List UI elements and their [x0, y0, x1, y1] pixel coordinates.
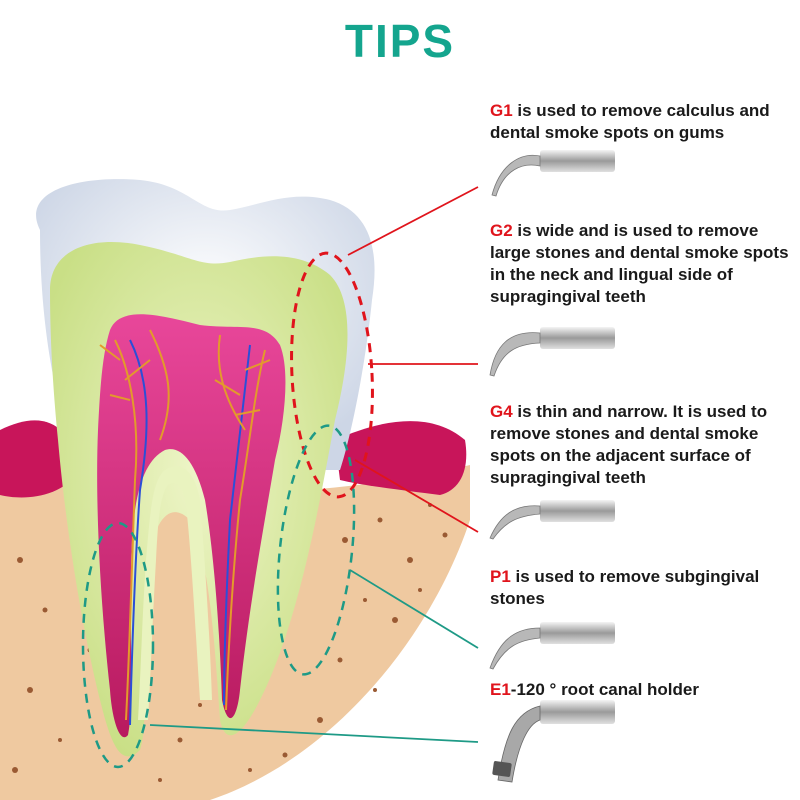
tip-text: is wide and is used to remove large ston… — [490, 221, 789, 306]
tip-g1: G1 is used to remove calculus and dental… — [490, 100, 795, 144]
tip-g4: G4 is thin and narrow. It is used to rem… — [490, 401, 795, 489]
marker-ellipse-red — [290, 251, 374, 499]
tip-g2: G2 is wide and is used to remove large s… — [490, 220, 795, 308]
tip-instrument-e1 — [492, 700, 615, 783]
tip-instrument-g1 — [491, 150, 615, 197]
marker-ellipse-teal-left — [81, 521, 155, 769]
tip-text: is used to remove subgingival stones — [490, 567, 760, 608]
nerve-network — [99, 329, 271, 726]
tip-e1: E1-120 ° root canal holder — [490, 679, 795, 701]
marker-ellipse-teal-right — [276, 424, 356, 676]
tip-text: -120 ° root canal holder — [510, 680, 699, 699]
tip-text: is used to remove calculus and dental sm… — [490, 101, 770, 142]
tip-instrument-g2 — [489, 327, 615, 377]
tip-code: E1 — [490, 680, 511, 699]
tip-instrument-g4 — [489, 500, 615, 540]
page-title: TIPS — [344, 15, 456, 67]
tip-code: G2 — [490, 221, 513, 240]
tip-instrument-p1 — [489, 622, 615, 670]
tip-code: P1 — [490, 567, 511, 586]
tip-text: is thin and narrow. It is used to remove… — [490, 402, 768, 487]
tip-p1: P1 is used to remove subgingival stones — [490, 566, 795, 610]
leader-lines — [149, 186, 479, 743]
tip-code: G1 — [490, 101, 513, 120]
inner-dentin — [138, 466, 212, 720]
tip-code: G4 — [490, 402, 513, 421]
